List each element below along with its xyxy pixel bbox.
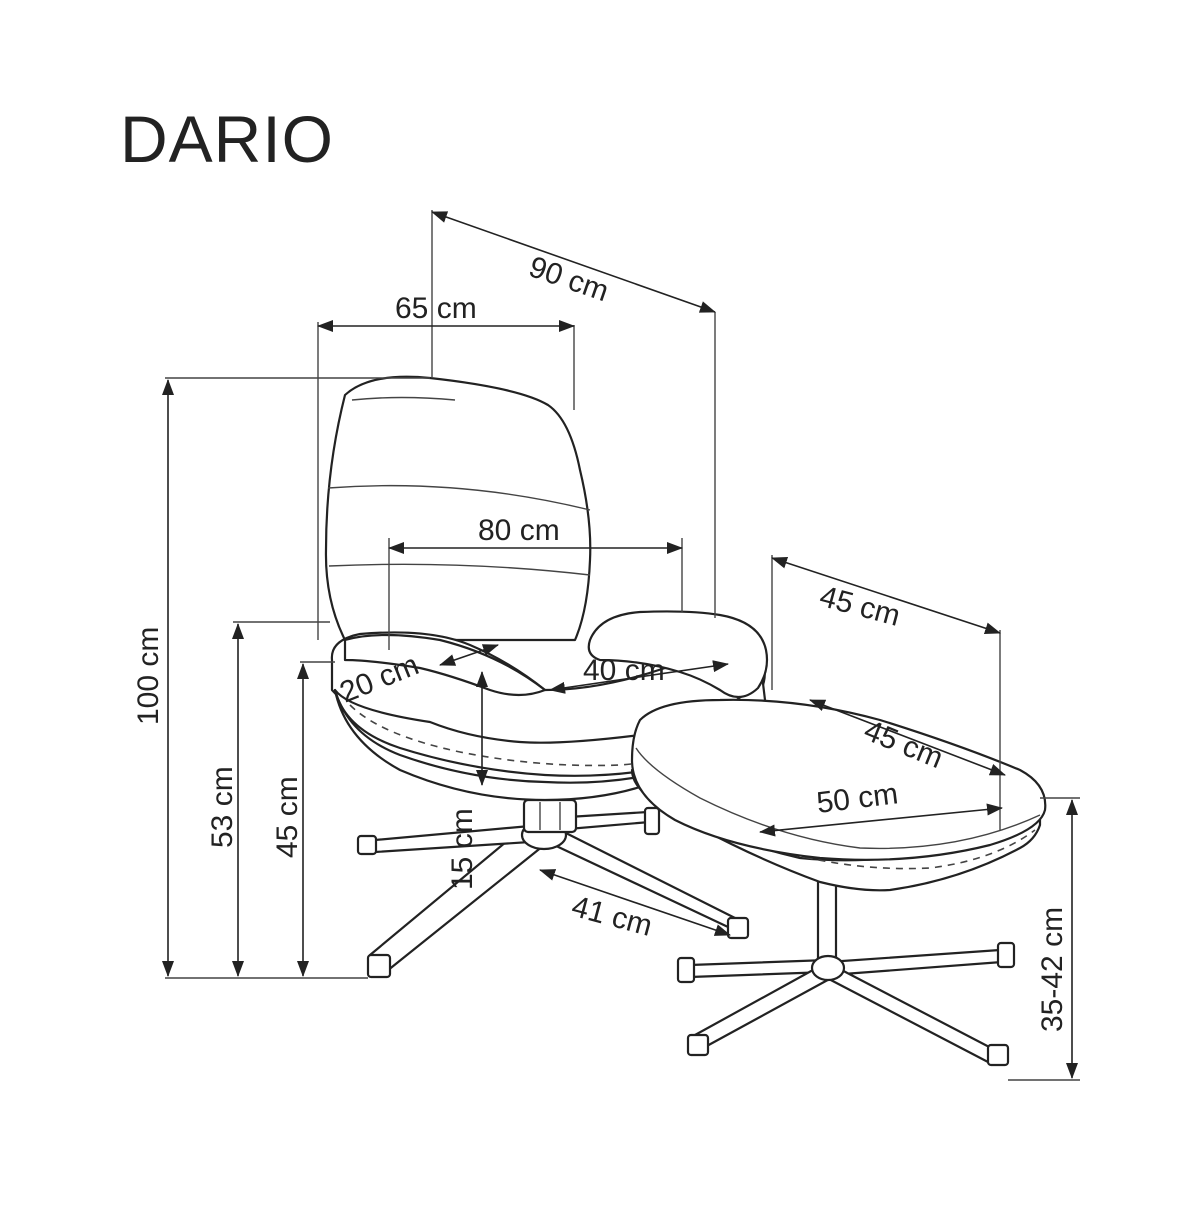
label-seat-height: 45 cm (271, 776, 304, 858)
label-total-height: 100 cm (132, 627, 165, 725)
dim-line-footrest-width (759, 803, 1003, 837)
dimension-lines (162, 210, 1080, 1081)
dim-line-footrest-top-depth (809, 699, 1006, 776)
dim-line-armrest-height (439, 644, 499, 666)
label-seat-depth: 80 cm (478, 514, 560, 547)
label-base-radius: 41 cm (568, 890, 655, 943)
label-seat-thickness: 15 cm (446, 808, 479, 890)
dim-line-overall-depth (431, 211, 716, 313)
label-seat-width: 40 cm (583, 654, 665, 687)
footstool-base (676, 868, 1016, 1067)
dim-line-seat-width (549, 660, 729, 694)
footstool-illustration (630, 698, 1047, 1067)
dim-line-base-radius (539, 869, 731, 936)
label-armrest-floor-height: 53 cm (206, 766, 239, 848)
product-title: DARIO (120, 102, 334, 176)
label-footrest-depth: 45 cm (816, 580, 903, 633)
label-overall-width: 65 cm (395, 292, 477, 325)
label-overall-depth: 90 cm (525, 250, 613, 308)
dim-line-footrest-depth (771, 556, 1001, 635)
label-footrest-height: 35-42 cm (1036, 907, 1069, 1032)
chair-backrest (324, 375, 592, 642)
